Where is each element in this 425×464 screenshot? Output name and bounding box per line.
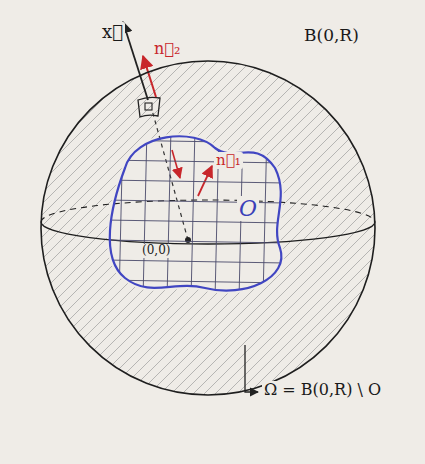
hatch-line bbox=[200, 0, 425, 464]
hatch-line bbox=[222, 0, 425, 464]
hatch-line bbox=[0, 0, 411, 464]
hatch-line bbox=[24, 0, 425, 464]
hatch-line bbox=[255, 0, 425, 464]
normal-arrow bbox=[172, 150, 180, 178]
hatch-line bbox=[57, 0, 425, 464]
ball-domain: B(0,R)O bbox=[40, 60, 376, 396]
domain-label: Ω = B(0,R) \ O bbox=[262, 381, 383, 399]
hatch-line bbox=[0, 0, 103, 464]
hatch-line bbox=[0, 0, 158, 464]
mesh-grid bbox=[105, 128, 285, 300]
hatch-line bbox=[112, 0, 425, 464]
hatch-line bbox=[0, 0, 191, 464]
leader-line bbox=[245, 345, 258, 392]
mesh-line bbox=[105, 260, 285, 263]
mesh-line bbox=[105, 180, 285, 183]
hatch-line bbox=[398, 0, 425, 464]
mesh-line bbox=[263, 128, 267, 300]
hatch-line bbox=[134, 0, 425, 464]
normal-label: n⃗₂ bbox=[152, 40, 182, 58]
hatch-line bbox=[409, 0, 425, 464]
origin-label: (0,0) bbox=[140, 244, 172, 258]
hatch-line bbox=[0, 0, 290, 464]
hatch-line bbox=[420, 0, 425, 464]
mesh-line bbox=[143, 128, 147, 300]
normal-arrow bbox=[143, 56, 156, 97]
mesh-line bbox=[105, 160, 285, 163]
region-label: O bbox=[237, 196, 259, 221]
hatch-line bbox=[68, 0, 425, 464]
hatch-line bbox=[376, 0, 425, 464]
right-angle bbox=[145, 103, 152, 110]
mesh-line bbox=[191, 128, 195, 300]
hatch-line bbox=[79, 0, 425, 464]
hatch-line bbox=[46, 0, 425, 464]
normal-label: n⃗₁ bbox=[214, 152, 243, 169]
mesh-line bbox=[105, 240, 285, 243]
hatch-line bbox=[0, 0, 125, 464]
mesh-line bbox=[167, 128, 171, 300]
normal-arrow bbox=[198, 166, 212, 196]
ball-label: B(0,R) bbox=[302, 26, 361, 46]
hatch-line bbox=[387, 0, 425, 464]
vector-label: x⃗ bbox=[100, 22, 125, 43]
surface-patch bbox=[138, 97, 160, 117]
blob-outline bbox=[110, 136, 282, 290]
hatch-line bbox=[0, 0, 15, 464]
hatch-line bbox=[0, 0, 147, 464]
hatch-line bbox=[244, 0, 425, 464]
hatch-line bbox=[0, 0, 202, 464]
hatch-line bbox=[123, 0, 425, 464]
equator-front bbox=[41, 222, 375, 244]
equator-back bbox=[41, 200, 375, 222]
sphere-outline bbox=[41, 61, 375, 395]
hatch-line bbox=[13, 0, 425, 464]
sphere-outline bbox=[40, 60, 376, 396]
hatch-line bbox=[0, 0, 400, 464]
hatch-line bbox=[211, 0, 425, 464]
obstacle-region: O bbox=[105, 128, 285, 300]
origin-dot bbox=[185, 237, 191, 243]
